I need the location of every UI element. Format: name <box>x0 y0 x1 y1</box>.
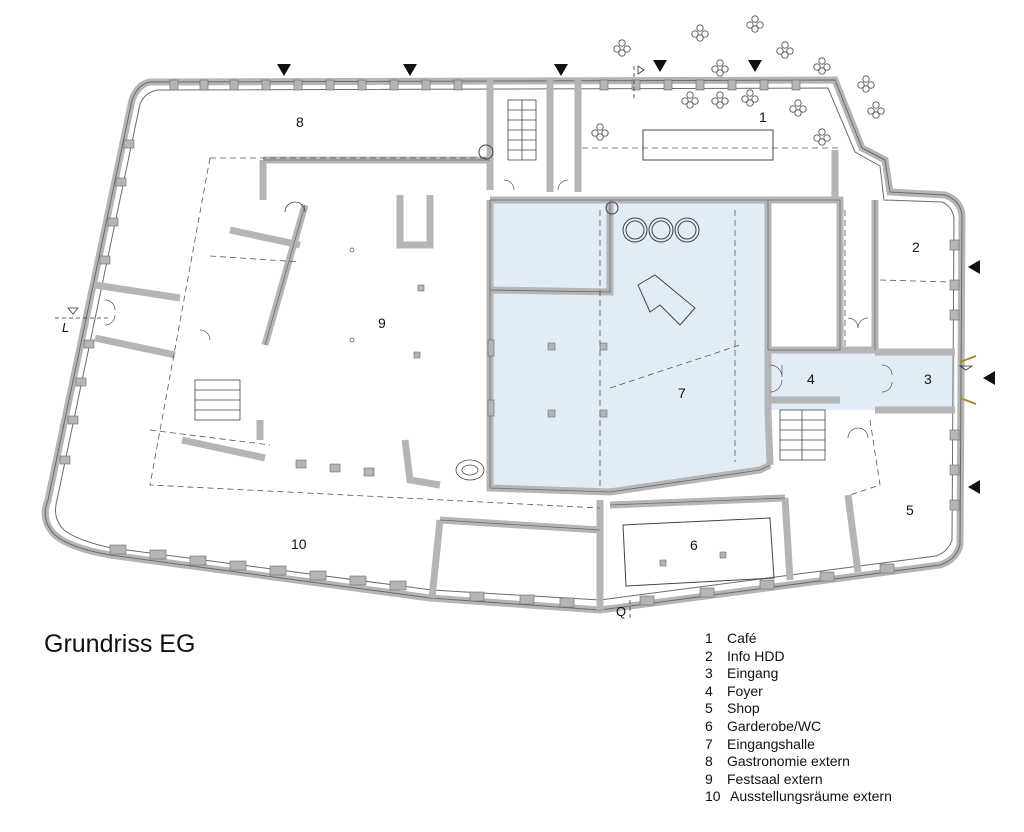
window-piers <box>59 79 960 608</box>
room-number-8: 8 <box>296 114 304 130</box>
room-number-1: 1 <box>759 109 767 125</box>
interior-walls-outline <box>263 159 876 531</box>
entrance-doors <box>959 355 977 405</box>
room-number-4: 4 <box>807 371 815 387</box>
room-number-9: 9 <box>378 315 386 331</box>
section-marker-icon <box>55 65 974 620</box>
entrance-arrow-icon <box>277 60 995 494</box>
room-number-6: 6 <box>690 537 698 553</box>
room-number-10: 10 <box>291 536 307 552</box>
section-cut-l: L <box>62 320 69 335</box>
dashed-lines <box>149 147 951 509</box>
room-number-2: 2 <box>912 239 920 255</box>
floor-plan: L Q 1 2 3 4 5 6 7 8 9 10 <box>41 15 995 620</box>
round-elements <box>478 144 700 243</box>
room-number-5: 5 <box>906 502 914 518</box>
section-cut-q: Q <box>616 604 626 619</box>
room-number-3: 3 <box>924 371 932 387</box>
counters <box>622 129 775 587</box>
highlighted-area <box>490 200 955 492</box>
plan-title: Grundriss EG <box>44 630 196 658</box>
columns <box>295 284 727 567</box>
room-number-7: 7 <box>678 385 686 401</box>
doors <box>104 179 893 439</box>
staircases <box>194 99 826 481</box>
